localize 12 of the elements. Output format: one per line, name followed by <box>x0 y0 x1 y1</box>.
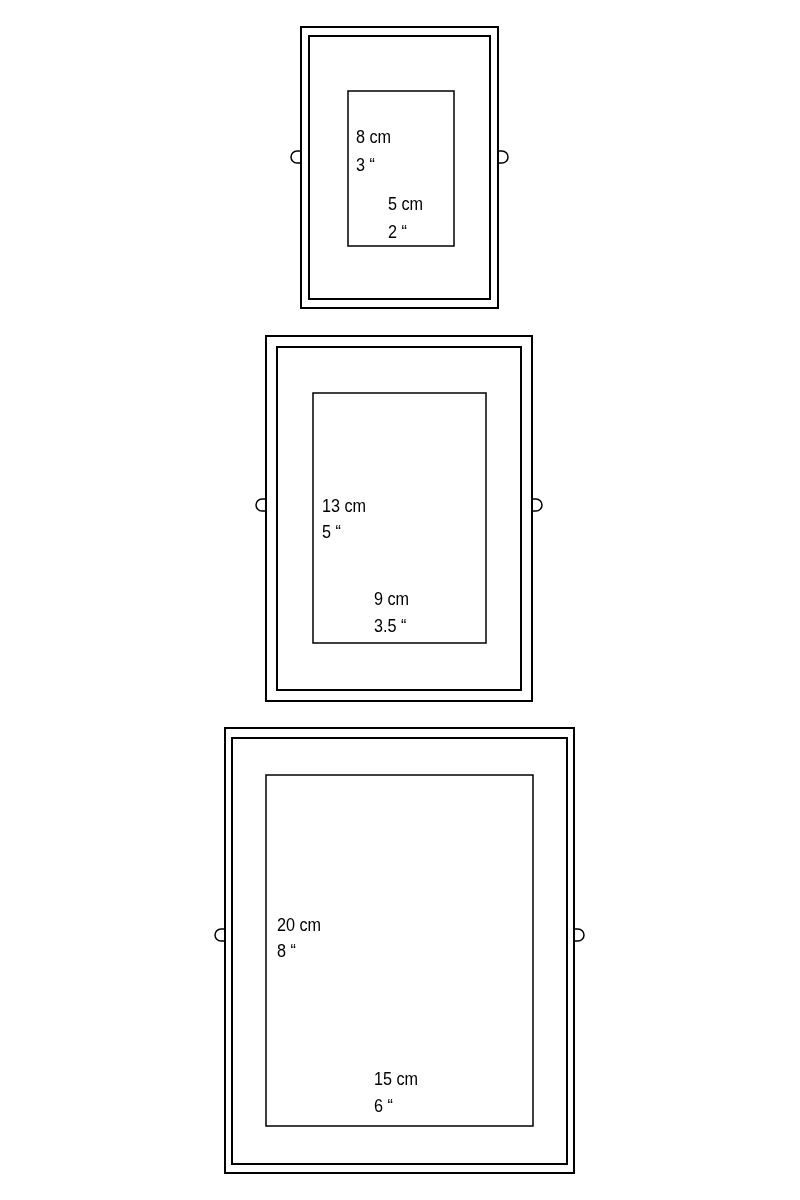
dimension-label: 13 cm <box>322 496 367 516</box>
dimension-label: 9 cm <box>374 589 410 609</box>
dimension-label: 5 cm <box>388 194 424 214</box>
dimension-label: 3 “ <box>356 155 375 175</box>
dimension-label: 15 cm <box>374 1069 419 1089</box>
dimension-label: 2 “ <box>388 222 407 242</box>
dimension-label: 5 “ <box>322 522 341 542</box>
dimension-label: 3.5 “ <box>374 616 407 636</box>
dimension-label: 8 cm <box>356 127 392 147</box>
dimension-label: 8 “ <box>277 941 296 961</box>
dimension-label: 20 cm <box>277 915 322 935</box>
dimension-label: 6 “ <box>374 1096 393 1116</box>
